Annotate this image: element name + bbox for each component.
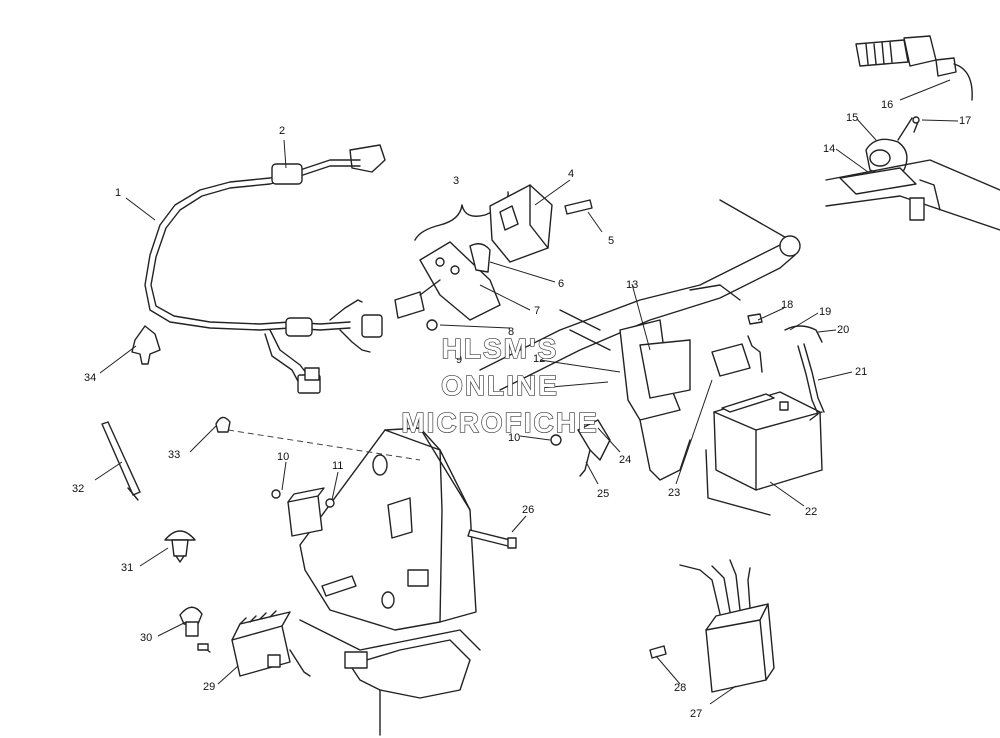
- mounting-bolt: [467, 529, 517, 549]
- callout-15: 15: [846, 112, 858, 124]
- cdi-box: [649, 559, 775, 693]
- callout-30: 30: [140, 632, 152, 644]
- callout-22: 22: [805, 506, 817, 518]
- callout-28: 28: [674, 682, 686, 694]
- callout-16: 16: [881, 99, 893, 111]
- callout-14: 14: [823, 143, 835, 155]
- callout-18: 18: [781, 299, 793, 311]
- battery-cables: [747, 313, 825, 421]
- callout-13: 13: [626, 279, 638, 291]
- callout-10-right: 10: [508, 432, 520, 444]
- watermark-line-3: MICROFICHE: [401, 407, 598, 438]
- callout-34: 34: [84, 372, 96, 384]
- horn-bracket-plate: [825, 159, 1000, 231]
- wiring-harness: [144, 144, 386, 394]
- callout-11: 11: [332, 460, 343, 472]
- push-rivet: [164, 530, 196, 563]
- cable-tie: [101, 421, 141, 501]
- callout-31: 31: [121, 562, 133, 574]
- taillight-assembly: [394, 184, 593, 331]
- callout-8: 8: [508, 326, 514, 338]
- watermark: HLSM'S ONLINE MICROFICHE: [401, 332, 598, 438]
- horn: [865, 116, 920, 175]
- mounting-plate: [299, 427, 481, 736]
- watermark-line-2: ONLINE: [441, 370, 559, 401]
- callout-32: 32: [72, 483, 84, 495]
- leader-lines: [94, 79, 959, 705]
- callout-9: 9: [456, 354, 462, 366]
- callout-19: 19: [819, 306, 831, 318]
- callout-27: 27: [690, 708, 702, 720]
- battery-bracket: [550, 419, 611, 477]
- harness-clip: [131, 325, 161, 365]
- alignment-line: [227, 429, 421, 461]
- callout-26: 26: [522, 504, 534, 516]
- callout-29: 29: [203, 681, 215, 693]
- callout-2: 2: [279, 125, 285, 137]
- callout-labels: 1 2 3 4 5 6 7 8 9 10 10 11 12 13 14 15 1…: [72, 99, 971, 720]
- watermark-line-1: HLSM'S: [442, 333, 559, 364]
- flasher-relay: [271, 487, 335, 537]
- handlebar-switch: [855, 35, 973, 101]
- callout-7: 7: [534, 305, 540, 317]
- callout-23: 23: [668, 487, 680, 499]
- callout-21: 21: [855, 366, 867, 378]
- callout-6: 6: [558, 278, 564, 290]
- callout-1: 1: [115, 187, 121, 199]
- frame-tube: [479, 199, 801, 481]
- harness-clamp: [179, 606, 211, 653]
- callout-25: 25: [597, 488, 609, 500]
- voltage-regulator: [231, 610, 311, 677]
- callout-5: 5: [608, 235, 614, 247]
- callout-20: 20: [837, 324, 849, 336]
- callout-33: 33: [168, 449, 180, 461]
- grommet: [215, 416, 231, 433]
- callout-3: 3: [453, 175, 459, 187]
- callout-17: 17: [959, 115, 971, 127]
- battery: [705, 343, 823, 516]
- callout-10-left: 10: [277, 451, 289, 463]
- callout-24: 24: [619, 454, 631, 466]
- callout-12: 12: [533, 353, 545, 365]
- callout-4: 4: [568, 168, 574, 180]
